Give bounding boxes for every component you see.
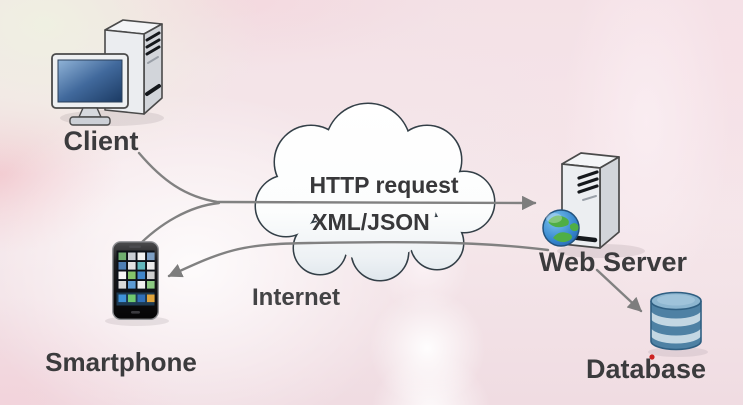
- smartphone-label: Smartphone: [45, 347, 197, 377]
- server-tower-globe-icon: [542, 152, 620, 249]
- database-label: Database: [585, 354, 707, 384]
- desktop-computer-icon: [51, 19, 163, 126]
- cloud-http-request-label: HTTP request: [309, 172, 459, 198]
- connector-client-to-webserver: [137, 151, 537, 211]
- cloud-xml-json-label: XML/JSON: [312, 209, 430, 235]
- connectors: [134, 151, 643, 313]
- cloud-icon: [254, 102, 496, 282]
- smartphone-icon: [112, 241, 160, 321]
- client-label: Client: [63, 126, 139, 156]
- connector-webserver-to-smartphone: [167, 240, 550, 278]
- globe-icon: [542, 209, 580, 247]
- connector-webserver-to-database: [595, 268, 643, 313]
- internet-label: Internet: [251, 284, 341, 311]
- connector-smartphone-to-junction: [134, 201, 221, 250]
- database-cylinder-icon: [650, 291, 702, 351]
- red-pointer-dot: [649, 354, 655, 360]
- web-server-label: Web Server: [538, 247, 688, 277]
